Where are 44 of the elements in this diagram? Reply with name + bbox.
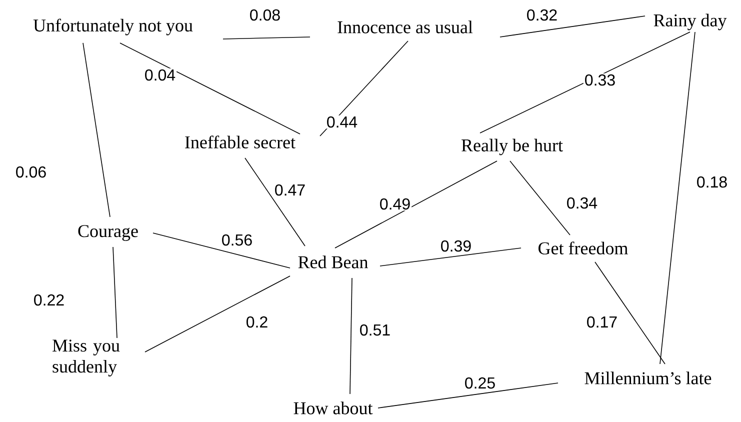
edge-label: 0.17 — [585, 315, 619, 329]
connector-line — [500, 16, 646, 38]
node-label: Courage — [78, 225, 138, 241]
connector-line — [510, 160, 570, 236]
edge-label: 0.47 — [273, 183, 307, 197]
connector-line — [120, 42, 300, 134]
connector-line — [594, 262, 666, 364]
edge-label: 0.33 — [583, 73, 617, 87]
edge-label: 0.56 — [220, 233, 254, 247]
node-label: Ineffable secret — [185, 136, 296, 148]
connector-line — [480, 32, 690, 134]
edge-label: 0.22 — [32, 293, 66, 307]
connector-line — [334, 160, 498, 248]
connector-line — [112, 246, 118, 338]
edge-label: 0.18 — [695, 175, 729, 189]
connector-line — [144, 276, 290, 352]
edge-label: 0.25 — [463, 376, 497, 390]
connector-line — [82, 42, 110, 218]
node-label: Red Bean — [298, 256, 368, 268]
connector-line — [244, 158, 306, 246]
connector-line — [222, 36, 310, 40]
node-label: Millennium’s late — [584, 372, 712, 384]
connector-line — [378, 382, 558, 408]
edge-label: 0.51 — [358, 323, 392, 337]
edge-label: 0.34 — [565, 196, 599, 210]
connector-line — [380, 248, 522, 266]
edge-label: 0.04 — [143, 68, 177, 82]
node-label: Get freedom — [538, 242, 628, 254]
node-label: How about — [294, 402, 373, 414]
edge-label: 0.32 — [525, 8, 559, 22]
edge-label: 0.49 — [378, 197, 412, 211]
node-label: Really be hurt — [462, 138, 563, 156]
connector-line — [350, 278, 352, 394]
node-label: Innocence as usual — [338, 20, 473, 34]
node-label: Miss you suddenly — [52, 340, 120, 376]
node-label: Unfortunately not you — [33, 18, 193, 36]
edge-label: 0.2 — [244, 315, 270, 329]
edge-label: 0.06 — [14, 165, 48, 179]
edge-label: 0.39 — [439, 239, 473, 253]
connector-line — [660, 32, 696, 364]
node-label: Rainy day — [654, 14, 727, 30]
connector-line — [152, 232, 290, 268]
edge-label: 0.44 — [325, 115, 359, 129]
edge-label: 0.08 — [248, 8, 282, 22]
